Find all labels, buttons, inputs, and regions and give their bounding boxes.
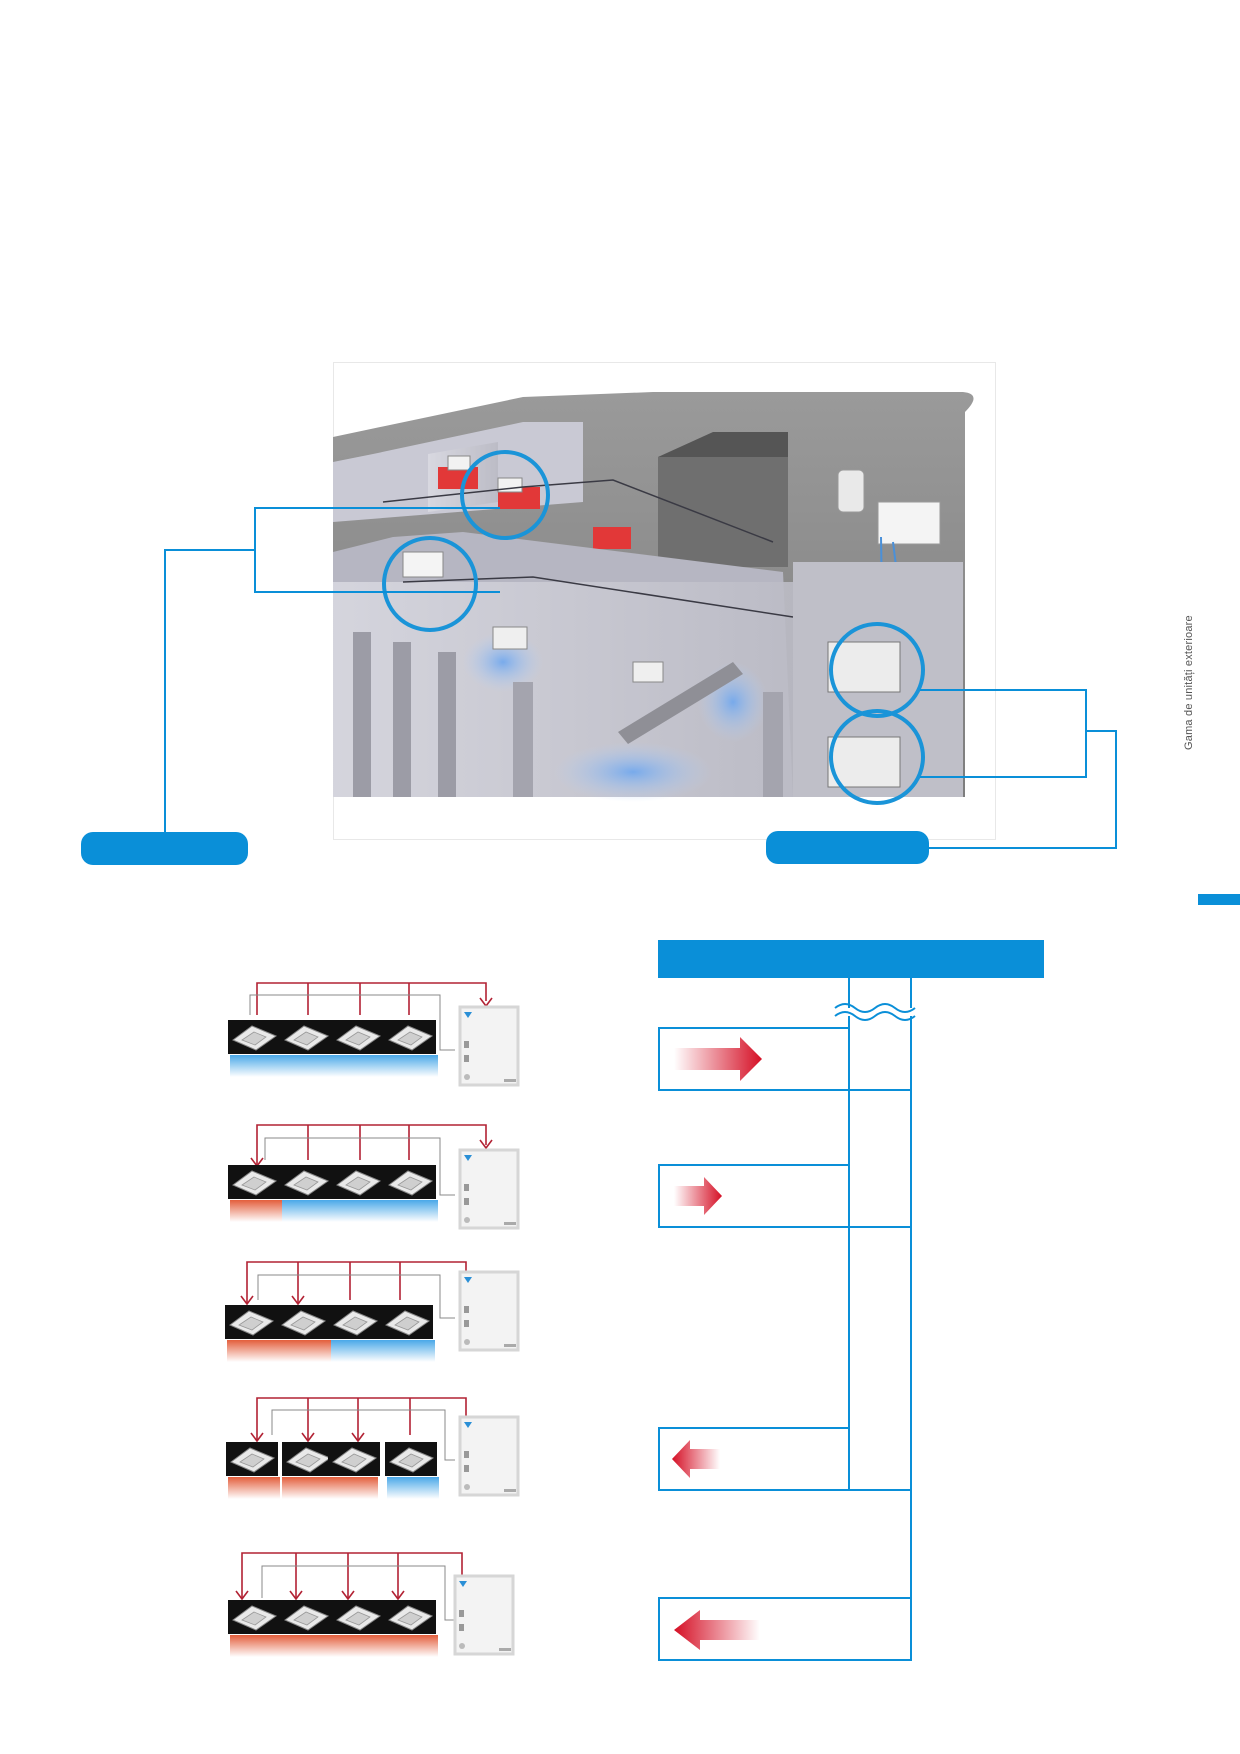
mode-row-4 [225,1397,520,1499]
mode-row-1 [227,982,520,1087]
balance-header-bar [658,940,1044,978]
mode-row-2 [227,1124,520,1230]
cassette-unit-icon [331,1164,385,1200]
heat-arrow-icon [674,1610,760,1650]
cassette-unit-icon [327,1441,381,1477]
indoor-units-callout [81,832,248,865]
building-cutaway-illustration [333,392,974,805]
cassette-unit-icon [384,1441,438,1477]
cassette-unit-icon [383,1599,437,1635]
outdoor-unit-icon [453,1574,515,1656]
cassette-unit-icon [380,1304,434,1340]
cassette-unit-icon [281,1441,335,1477]
outdoor-units-callout [766,831,929,864]
cassette-unit-icon [227,1164,281,1200]
cassette-unit-icon [383,1164,437,1200]
outdoor-unit-icon [458,1415,520,1497]
heat-arrow-icon [674,1037,762,1081]
cassette-unit-icon [331,1599,385,1635]
cassette-unit-icon [279,1019,333,1055]
outdoor-unit-icon [458,1005,520,1087]
outdoor-unit-icon [458,1148,520,1230]
cassette-unit-icon [383,1019,437,1055]
heat-arrow-icon [672,1440,720,1478]
outdoor-unit-icon [458,1270,520,1352]
mode-row-5 [227,1552,515,1657]
callout-connectors [164,507,1117,849]
cassette-unit-icon [279,1599,333,1635]
section-tab-marker [1198,894,1240,905]
heat-arrow-icon [674,1177,722,1215]
cassette-unit-icon [276,1304,330,1340]
cassette-unit-icon [227,1019,281,1055]
cassette-unit-icon [227,1599,281,1635]
mode-row-3 [224,1261,520,1362]
cassette-unit-icon [279,1164,333,1200]
cassette-unit-icon [331,1019,385,1055]
cassette-unit-icon [224,1304,278,1340]
cassette-unit-icon [328,1304,382,1340]
cassette-unit-icon [225,1441,279,1477]
